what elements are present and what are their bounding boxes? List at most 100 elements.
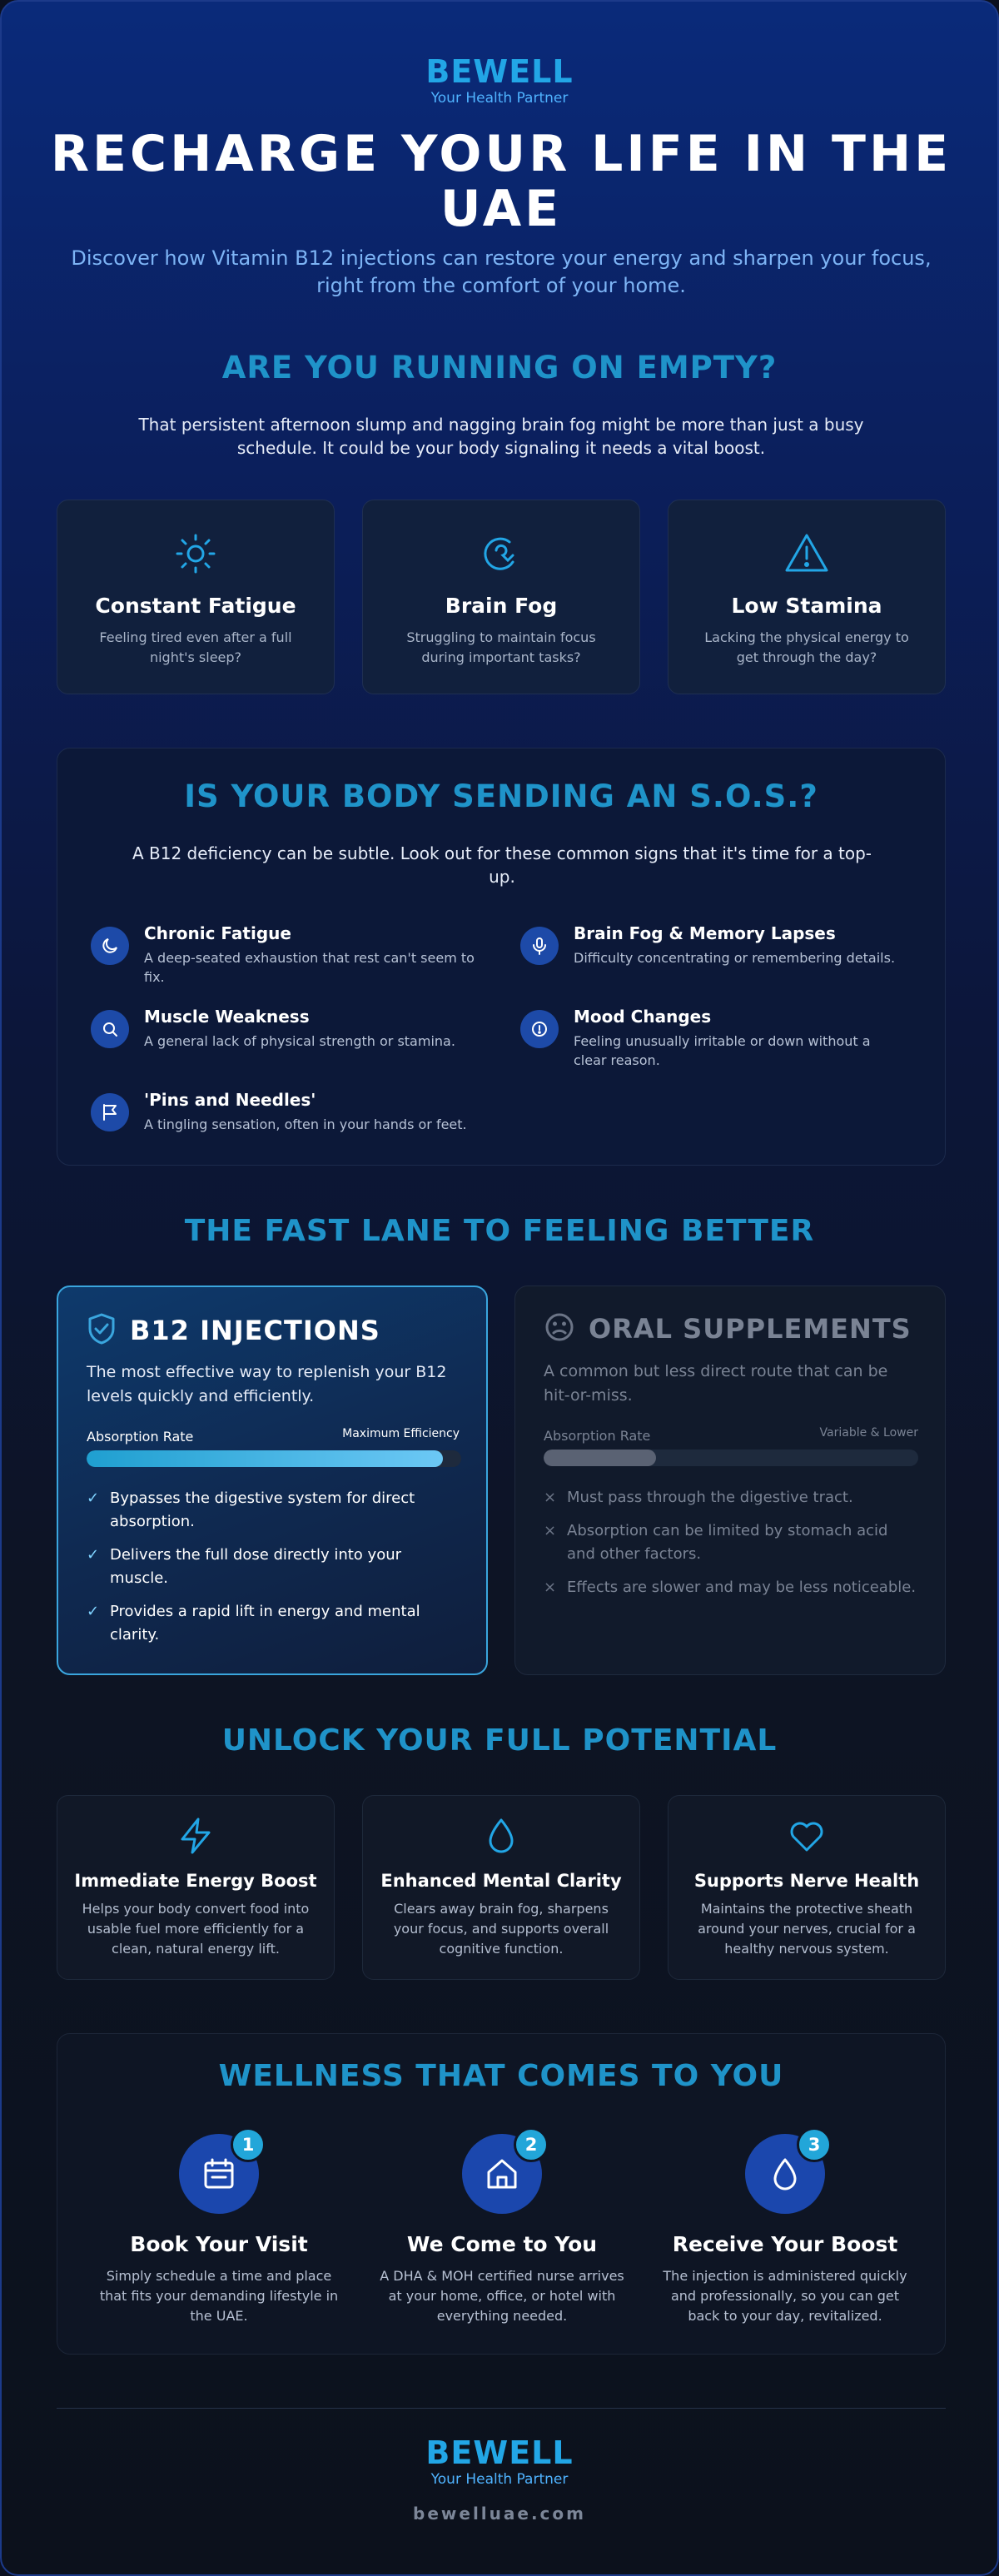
- step-title: Book Your Visit: [130, 2232, 308, 2256]
- brain-icon: [478, 530, 524, 577]
- step-number-badge: 3: [797, 2127, 832, 2162]
- heart-icon: [787, 1816, 827, 1856]
- oral-card-title: ORAL SUPPLEMENTS: [589, 1313, 912, 1345]
- oral-card-header: ORAL SUPPLEMENTS: [544, 1311, 912, 1346]
- oral-supplements-card: ORAL SUPPLEMENTS A common but less direc…: [514, 1286, 946, 1675]
- sos-item-title: 'Pins and Needles': [144, 1090, 316, 1110]
- hero-title: RECHARGE YOUR LIFE IN THE UAE: [50, 125, 952, 238]
- empty-section-lead: That persistent afternoon slump and nagg…: [138, 415, 864, 458]
- sos-item-desc: A deep-seated exhaustion that rest can't…: [144, 950, 475, 985]
- symptom-title: Low Stamina: [731, 594, 882, 618]
- benefits-section-title: UNLOCK YOUR FULL POTENTIAL: [221, 1723, 778, 1758]
- benefit-title: Enhanced Mental Clarity: [380, 1871, 622, 1891]
- symptom-desc: Struggling to maintain focus during impo…: [406, 629, 596, 665]
- oral-rate-label: Absorption Rate: [544, 1428, 651, 1444]
- sos-item-desc: Difficulty concentrating or remembering …: [574, 950, 896, 966]
- b12-card-header: B12 INJECTIONS: [87, 1312, 380, 1349]
- search-icon: [91, 1010, 129, 1048]
- oral-absorption-fill: [544, 1450, 656, 1466]
- sos-item-desc: A general lack of physical strength or s…: [144, 1033, 455, 1049]
- benefit-card-clarity: Enhanced Mental Clarity Clears away brai…: [362, 1795, 640, 1980]
- step-desc: The injection is administered quickly an…: [663, 2268, 907, 2324]
- sos-title: IS YOUR BODY SENDING AN S.O.S.?: [184, 778, 818, 814]
- steps-title: WELLNESS THAT COMES TO YOU: [218, 2059, 784, 2093]
- benefit-title: Immediate Energy Boost: [74, 1871, 317, 1891]
- droplet-icon: [481, 1816, 521, 1856]
- sun-icon: [172, 530, 219, 577]
- step-title: Receive Your Boost: [672, 2232, 898, 2256]
- hero-subtitle: Discover how Vitamin B12 injections can …: [71, 246, 932, 297]
- footer-logo[interactable]: BEWELL Your Health Partner: [2, 2436, 997, 2488]
- sos-item-title: Brain Fog & Memory Lapses: [574, 923, 836, 943]
- step-number-badge: 2: [514, 2127, 549, 2162]
- benefit-title: Supports Nerve Health: [693, 1871, 920, 1891]
- symptom-card-fatigue: Constant Fatigue Feeling tired even afte…: [57, 500, 335, 694]
- step-number-badge: 1: [231, 2127, 266, 2162]
- sos-panel: IS YOUR BODY SENDING AN S.O.S.? A B12 de…: [57, 748, 946, 1166]
- benefit-desc: Helps your body convert food into usable…: [82, 1901, 310, 1957]
- sos-item-title: Chronic Fatigue: [144, 923, 291, 943]
- sos-item-title: Muscle Weakness: [144, 1007, 310, 1027]
- website-link[interactable]: bewelluae.com: [413, 2504, 586, 2524]
- symptom-card-low-stamina: Low Stamina Lacking the physical energy …: [668, 500, 946, 694]
- logo-wordmark: BEWELL: [425, 53, 574, 90]
- benefit-card-energy: Immediate Energy Boost Helps your body c…: [57, 1795, 335, 1980]
- compare-section-title: THE FAST LANE TO FEELING BETTER: [184, 1214, 815, 1248]
- flag-icon: [91, 1093, 129, 1131]
- oral-points-list: ×Must pass through the digestive tract. …: [544, 1486, 918, 1609]
- logo-tagline: Your Health Partner: [430, 2471, 569, 2488]
- symptom-title: Brain Fog: [445, 594, 558, 618]
- list-item: ×Effects are slower and may be less noti…: [544, 1579, 917, 1596]
- logo-tagline: Your Health Partner: [430, 90, 569, 107]
- benefit-desc: Clears away brain fog, sharpens your foc…: [393, 1901, 609, 1957]
- sos-item-title: Mood Changes: [574, 1007, 712, 1027]
- symptom-title: Constant Fatigue: [95, 594, 296, 618]
- benefit-desc: Maintains the protective sheath around y…: [698, 1901, 916, 1957]
- b12-rate-label: Absorption Rate: [87, 1429, 194, 1445]
- benefit-card-nerve: Supports Nerve Health Maintains the prot…: [668, 1795, 946, 1980]
- b12-injections-card: B12 INJECTIONS The most effective way to…: [57, 1286, 488, 1675]
- sos-lead: A B12 deficiency can be subtle. Look out…: [132, 843, 872, 887]
- sad-face-icon: [544, 1311, 575, 1346]
- warning-icon: [783, 530, 830, 577]
- logo-wordmark: BEWELL: [425, 2434, 574, 2471]
- step-title: We Come to You: [406, 2232, 598, 2256]
- symptom-card-brain-fog: Brain Fog Struggling to maintain focus d…: [362, 500, 640, 694]
- header-logo[interactable]: BEWELL Your Health Partner: [2, 55, 997, 107]
- empty-section-title: ARE YOU RUNNING ON EMPTY?: [221, 350, 778, 385]
- b12-points-list: ✓Bypasses the digestive system for direc…: [87, 1487, 461, 1657]
- symptom-desc: Feeling tired even after a full night's …: [99, 629, 292, 665]
- list-item: ✓Delivers the full dose directly into yo…: [87, 1546, 402, 1587]
- step-desc: Simply schedule a time and place that fi…: [99, 2268, 339, 2324]
- shield-check-icon: [87, 1312, 117, 1349]
- step-desc: A DHA & MOH certified nurse arrives at y…: [380, 2268, 624, 2324]
- step-book-visit: 1 Book Your Visit Simply schedule a time…: [86, 2127, 352, 2326]
- oral-absorption-bar: [544, 1450, 918, 1466]
- step-we-come: 2 We Come to You A DHA & MOH certified n…: [369, 2127, 635, 2326]
- microphone-icon: [520, 927, 559, 965]
- oral-rate-value: Variable & Lower: [819, 1426, 918, 1440]
- calendar-icon: 1: [179, 2127, 266, 2214]
- b12-rate-value: Maximum Efficiency: [342, 1427, 460, 1440]
- b12-card-title: B12 INJECTIONS: [130, 1315, 380, 1346]
- steps-panel: WELLNESS THAT COMES TO YOU 1 Book Your V…: [57, 2033, 946, 2355]
- list-item: ×Must pass through the digestive tract.: [544, 1489, 853, 1506]
- b12-absorption-fill: [87, 1450, 443, 1467]
- lightning-icon: [176, 1816, 216, 1856]
- footer-divider: [57, 2408, 946, 2409]
- symptom-desc: Lacking the physical energy to get throu…: [704, 629, 909, 665]
- moon-icon: [91, 927, 129, 965]
- b12-card-desc: The most effective way to replenish your…: [87, 1363, 447, 1405]
- info-circle-icon: [520, 1010, 559, 1048]
- home-icon: 2: [462, 2127, 549, 2214]
- list-item: ×Absorption can be limited by stomach ac…: [544, 1522, 888, 1563]
- list-item: ✓Bypasses the digestive system for direc…: [87, 1489, 415, 1530]
- oral-card-desc: A common but less direct route that can …: [544, 1362, 888, 1405]
- sos-item-desc: Feeling unusually irritable or down with…: [574, 1033, 871, 1068]
- list-item: ✓Provides a rapid lift in energy and men…: [87, 1603, 420, 1644]
- droplet-icon: 3: [745, 2127, 832, 2214]
- b12-absorption-bar: [87, 1450, 461, 1467]
- sos-item-desc: A tingling sensation, often in your hand…: [144, 1116, 467, 1132]
- step-receive-boost: 3 Receive Your Boost The injection is ad…: [652, 2127, 918, 2326]
